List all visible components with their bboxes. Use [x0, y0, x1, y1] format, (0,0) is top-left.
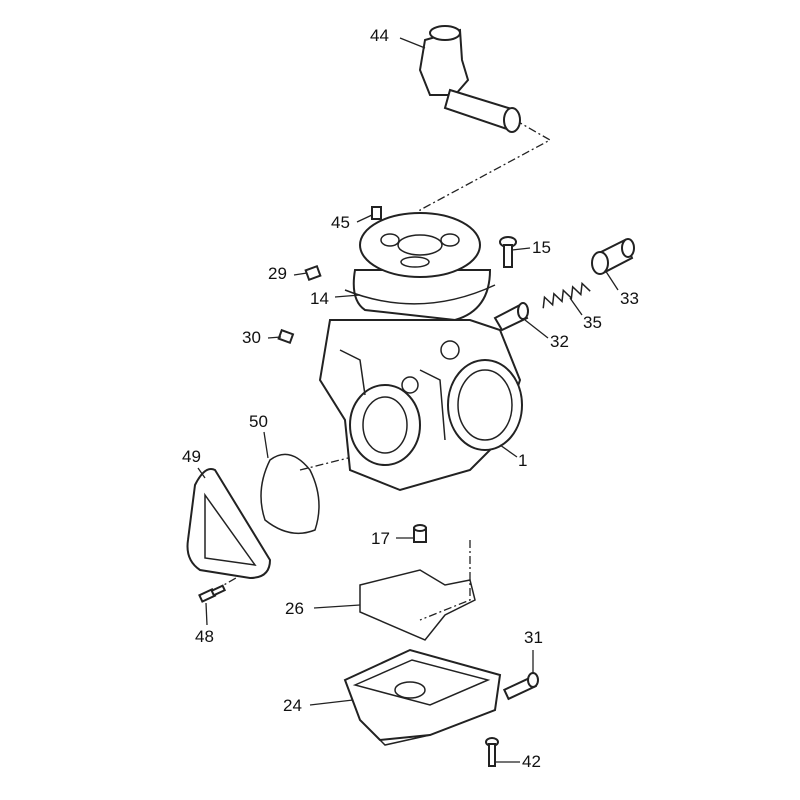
part-48-screw	[198, 584, 227, 603]
callout-17: 17	[371, 529, 390, 548]
assembly-line-bowl	[419, 540, 471, 621]
part-30	[277, 328, 295, 345]
leader-lines	[197, 37, 619, 763]
part-26-gasket	[359, 569, 476, 641]
callout-50: 50	[249, 412, 268, 431]
callout-33: 33	[620, 289, 639, 308]
callout-42: 42	[522, 752, 541, 771]
callout-30: 30	[242, 328, 261, 347]
part-31-drain-screw	[502, 672, 539, 701]
callout-14: 14	[310, 289, 329, 308]
part-49-cover	[186, 468, 272, 580]
callout-29: 29	[268, 264, 287, 283]
part-42-screw	[485, 737, 499, 767]
callout-32: 32	[550, 332, 569, 351]
callout-35: 35	[583, 313, 602, 332]
callout-15: 15	[532, 238, 551, 257]
part-carburetor-body	[318, 212, 523, 492]
part-32-needle	[493, 302, 529, 332]
part-35-spring	[542, 281, 591, 309]
part-15-screw	[499, 236, 517, 268]
part-33-fitting	[591, 238, 635, 275]
part-24-float-bowl	[343, 648, 502, 746]
callout-49: 49	[182, 447, 201, 466]
callout-48: 48	[195, 627, 214, 646]
callout-44: 44	[370, 26, 389, 45]
callout-45: 45	[331, 213, 350, 232]
callout-31: 31	[524, 628, 543, 647]
part-45	[371, 206, 382, 220]
callout-24: 24	[283, 696, 302, 715]
callout-1: 1	[518, 451, 528, 470]
part-29	[304, 264, 322, 282]
part-17-jet	[413, 524, 427, 543]
assembly-line-vent	[419, 119, 552, 300]
part-44-vent-elbow	[418, 25, 521, 133]
callout-26: 26	[285, 599, 304, 618]
part-50-o-ring	[260, 453, 320, 535]
